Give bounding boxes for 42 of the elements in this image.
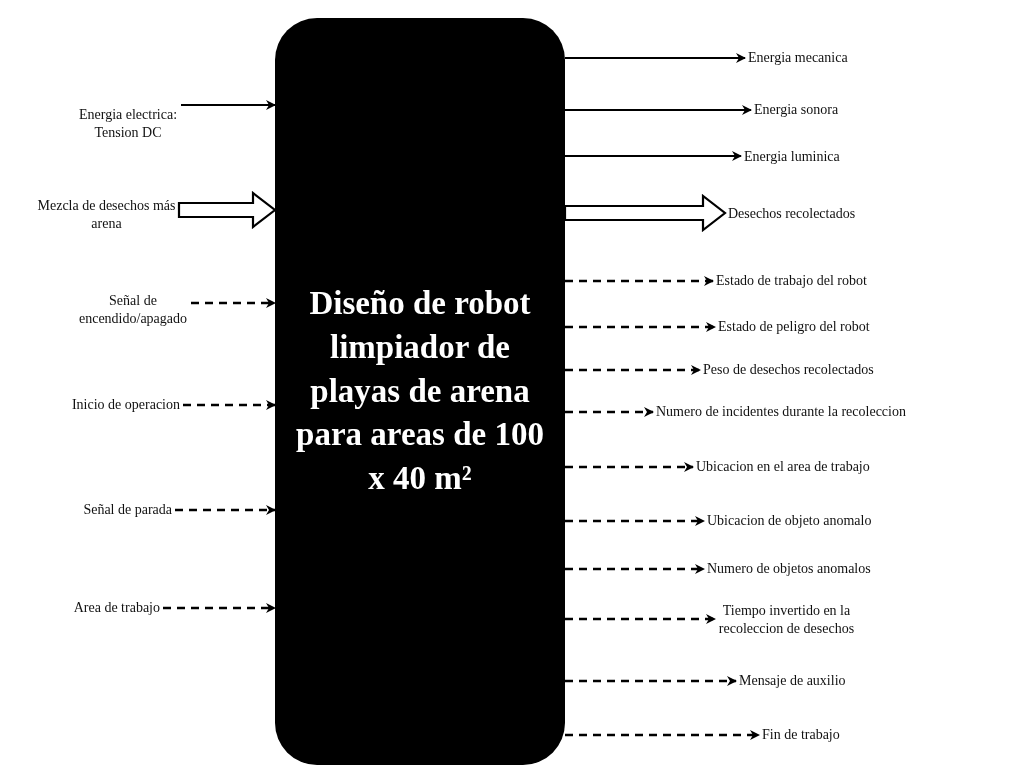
input-label: Señal de parada xyxy=(83,501,172,519)
system-title: Diseño de robot limpiador de playas de arena para areas de 100 x 40 m² xyxy=(295,283,545,499)
output-label: Estado de trabajo del robot xyxy=(716,272,867,290)
output-label: Tiempo invertido en la recoleccion de desechos xyxy=(718,601,855,637)
output-label: Peso de desechos recolectados xyxy=(703,361,874,379)
system-block xyxy=(275,18,565,765)
dashed-arrow xyxy=(565,730,760,740)
dashed-arrow xyxy=(183,400,276,410)
output-label: Numero de objetos anomalos xyxy=(707,560,871,578)
arrow xyxy=(564,151,742,161)
arrow xyxy=(564,53,746,63)
dashed-arrow xyxy=(565,516,705,526)
block-arrow xyxy=(563,193,727,233)
output-label: Ubicacion de objeto anomalo xyxy=(707,512,872,530)
output-label: Fin de trabajo xyxy=(762,726,840,744)
arrow xyxy=(180,100,276,110)
input-label: Area de trabajo xyxy=(73,599,160,617)
output-label: Numero de incidentes durante la recoleccion xyxy=(656,403,906,421)
output-label: Energia luminica xyxy=(744,148,840,166)
dashed-arrow xyxy=(565,462,694,472)
output-label: Desechos recolectados xyxy=(728,205,856,223)
dashed-arrow xyxy=(565,407,654,417)
output-label: Energia mecanica xyxy=(748,49,848,67)
output-label: Ubicacion en el area de trabajo xyxy=(696,458,870,476)
dashed-arrow xyxy=(565,676,737,686)
input-label: Inicio de operacion xyxy=(71,396,180,414)
dashed-arrow xyxy=(565,564,705,574)
dashed-arrow xyxy=(565,276,714,286)
dashed-arrow xyxy=(175,505,276,515)
output-label: Mensaje de auxilio xyxy=(739,672,846,690)
output-label: Energia sonora xyxy=(754,101,839,119)
input-label: Mezcla de desechos más arena xyxy=(37,196,176,232)
output-label: Estado de peligro del robot xyxy=(718,318,870,336)
dashed-arrow xyxy=(163,603,276,613)
arrow xyxy=(564,105,752,115)
input-label: Señal de encendido/apagado xyxy=(78,291,188,327)
dashed-arrow xyxy=(565,322,716,332)
input-label: Energia electrica: Tension DC xyxy=(78,105,178,141)
dashed-arrow xyxy=(565,365,701,375)
block-arrow xyxy=(177,190,277,230)
dashed-arrow xyxy=(191,298,276,308)
dashed-arrow xyxy=(565,614,716,624)
